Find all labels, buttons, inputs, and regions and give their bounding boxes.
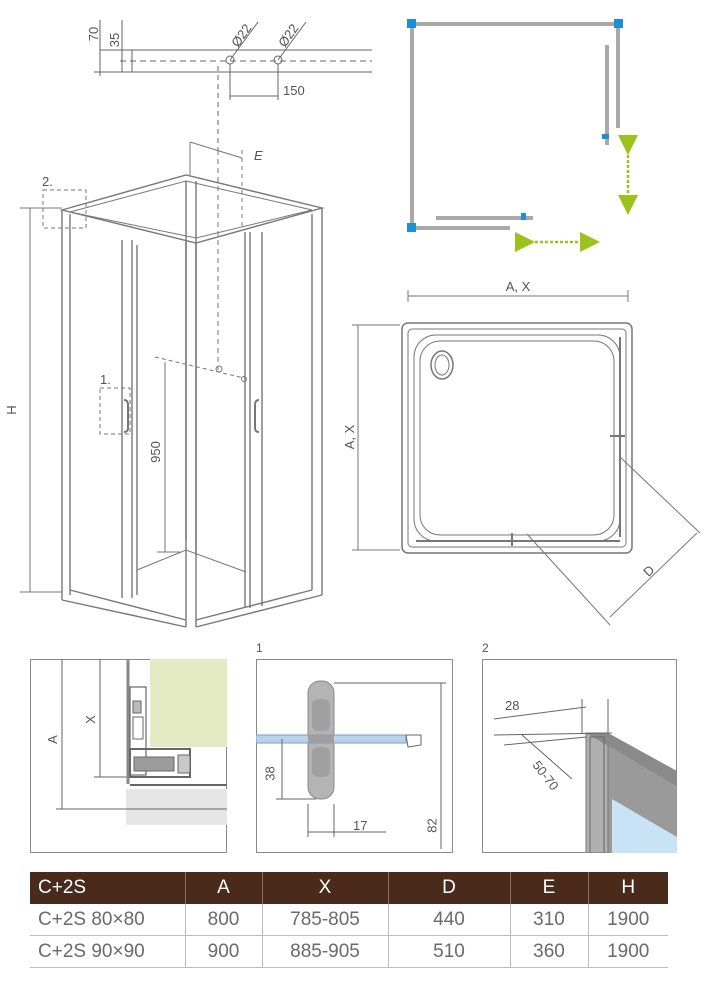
cell-x: 785-805: [262, 904, 389, 936]
cell-e: 310: [510, 904, 589, 936]
cell-h: 1900: [588, 904, 668, 936]
header-e: E: [510, 872, 589, 904]
cell-e: 360: [510, 935, 589, 968]
technical-drawing: 70 35 Ø22 Ø22 150: [4, 19, 701, 628]
dim-150-label: 150: [283, 83, 305, 98]
section-detail-drawing: [56, 659, 227, 825]
detail-2-title: 2: [482, 641, 489, 655]
dim-35-label: 35: [107, 33, 122, 47]
pipe-diameter-label-2: Ø22: [275, 21, 301, 50]
tray-diagonal-label: D: [640, 562, 657, 579]
cell-h: 1900: [588, 935, 668, 968]
shower-cabin: [20, 141, 325, 628]
header-h: H: [588, 872, 668, 904]
dim-82-label: 82: [424, 818, 440, 833]
header-model: C+2S: [30, 872, 186, 904]
cell-d: 440: [388, 904, 511, 936]
corner-marker-top-right: [614, 19, 623, 28]
table-row: C+2S 80×80 800 785-805 440 310 1900: [30, 904, 668, 936]
dim-38-label: 38: [262, 766, 278, 781]
cell-x: 885-905: [262, 935, 389, 968]
header-a: A: [185, 872, 263, 904]
header-d: D: [388, 872, 511, 904]
detail-1-title: 1: [256, 641, 263, 655]
dim-28-label: 28: [505, 698, 520, 713]
tray-plan: [352, 290, 701, 626]
table-row: C+2S 90×90 900 885-905 510 360 1900: [30, 935, 668, 968]
table-header-row: C+2S A X D E H: [30, 872, 668, 904]
cell-model: C+2S 90×90: [30, 935, 186, 968]
cell-model: C+2S 80×80: [30, 904, 186, 936]
height-label: H: [4, 405, 19, 414]
pipe-detail: [94, 20, 372, 150]
section-detail-panel: A X: [30, 659, 227, 853]
detail-2-panel: 28 50-70: [482, 659, 677, 853]
corner-marker-top-left: [407, 19, 416, 28]
callout-2-label: 2.: [42, 174, 53, 189]
section-x-label: X: [82, 715, 98, 724]
pipe-diameter-label-1: Ø22: [228, 21, 254, 50]
dim-70-label: 70: [86, 27, 101, 41]
callout-1-label: 1.: [100, 372, 111, 387]
detail-2-drawing: [493, 699, 677, 853]
dim-950-label: 950: [148, 441, 163, 463]
dim-17-label: 17: [353, 818, 368, 833]
dim-e-label: E: [254, 148, 263, 163]
tray-depth-label: A, X: [342, 424, 357, 449]
corner-marker-bottom-left: [407, 223, 416, 232]
detail-1-drawing: [256, 680, 446, 849]
header-x: X: [262, 872, 389, 904]
door-marker-right: [602, 134, 609, 139]
spec-table: C+2S A X D E H C+2S 80×80 800 785-805 44…: [30, 872, 668, 968]
section-a-label: A: [44, 735, 60, 744]
detail-1-panel: 38 17 82: [256, 659, 453, 853]
tray-width-label: A, X: [506, 279, 531, 294]
plan-view: [407, 19, 638, 252]
cell-a: 900: [185, 935, 263, 968]
cell-a: 800: [185, 904, 263, 936]
door-marker-bottom: [521, 213, 526, 220]
cell-d: 510: [388, 935, 511, 968]
